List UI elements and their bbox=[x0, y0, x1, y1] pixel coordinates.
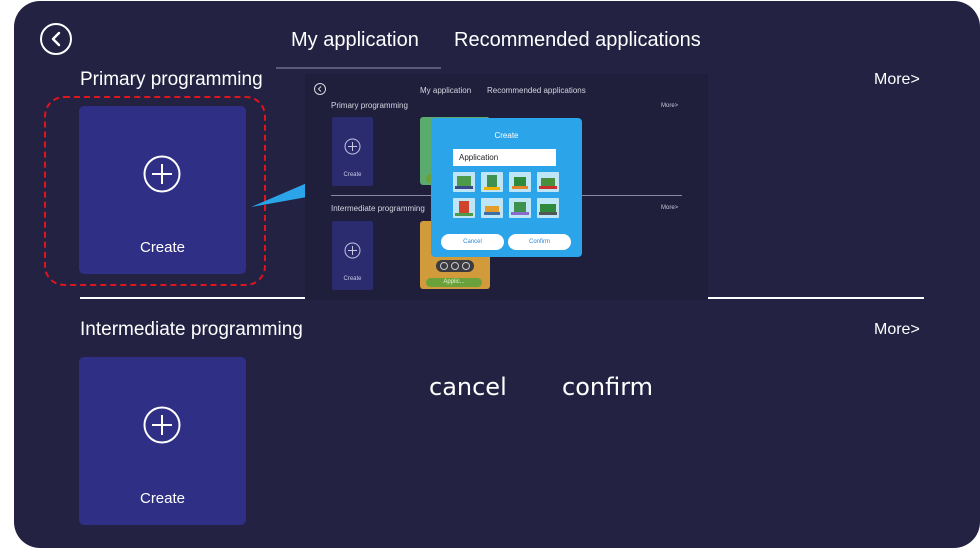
caption-confirm: confirm bbox=[562, 373, 654, 401]
back-icon bbox=[314, 83, 326, 95]
inset-create-card: Create bbox=[332, 117, 373, 186]
active-tab-indicator bbox=[276, 67, 441, 69]
template-thumbnail bbox=[509, 198, 531, 218]
plus-circle-icon bbox=[344, 242, 361, 259]
template-thumbnail bbox=[453, 198, 475, 218]
inset-create-label: Create bbox=[343, 172, 362, 178]
template-thumbnail bbox=[537, 172, 559, 192]
application-name-input: Application bbox=[453, 149, 556, 166]
create-card-primary[interactable]: Create bbox=[79, 106, 246, 274]
more-link-intermediate[interactable]: More> bbox=[874, 321, 920, 338]
create-label: Create bbox=[139, 490, 186, 507]
template-thumbnail bbox=[509, 172, 531, 192]
inset-tab-my-application: My application bbox=[420, 86, 472, 95]
tab-recommended-applications[interactable]: Recommended applications bbox=[454, 29, 701, 51]
create-dialog: Create Application Cancel Confirm bbox=[431, 118, 582, 257]
template-thumbnail bbox=[453, 172, 475, 192]
template-thumbnail bbox=[537, 198, 559, 218]
back-icon[interactable] bbox=[40, 23, 72, 55]
create-card-intermediate[interactable]: Create bbox=[79, 357, 246, 525]
inset-app-label: Applic... bbox=[426, 278, 482, 287]
inset-section-title-intermediate: Intermediate programming bbox=[331, 204, 425, 213]
callout-pointer bbox=[251, 183, 307, 207]
create-label: Create bbox=[139, 239, 186, 256]
dialog-confirm-button: Confirm bbox=[508, 234, 571, 250]
inset-section-title-primary: Primary programming bbox=[331, 101, 408, 110]
template-thumbnail bbox=[481, 198, 503, 218]
inset-more-primary: More> bbox=[661, 103, 679, 109]
dialog-title: Create bbox=[494, 131, 519, 140]
dialog-cancel-button: Cancel bbox=[441, 234, 504, 250]
highlight-outline bbox=[44, 96, 266, 286]
inset-create-label: Create bbox=[343, 276, 362, 282]
section-title-primary: Primary programming bbox=[80, 69, 263, 90]
template-thumbnail bbox=[481, 172, 503, 192]
inset-tab-recommended: Recommended applications bbox=[487, 86, 586, 95]
section-title-intermediate: Intermediate programming bbox=[80, 319, 303, 340]
plus-circle-icon bbox=[344, 138, 361, 155]
inset-screenshot: My application Recommended applications … bbox=[305, 74, 708, 300]
plus-circle-icon bbox=[143, 406, 181, 444]
app-window: My application Recommended applications … bbox=[14, 1, 980, 548]
more-link-primary[interactable]: More> bbox=[874, 71, 920, 88]
plus-circle-icon bbox=[143, 155, 181, 193]
inset-more-intermediate: More> bbox=[661, 205, 679, 211]
wheels-icon bbox=[436, 260, 474, 272]
tab-my-application[interactable]: My application bbox=[291, 29, 419, 51]
inset-create-card: Create bbox=[332, 221, 373, 290]
caption-cancel: cancel bbox=[429, 373, 507, 401]
